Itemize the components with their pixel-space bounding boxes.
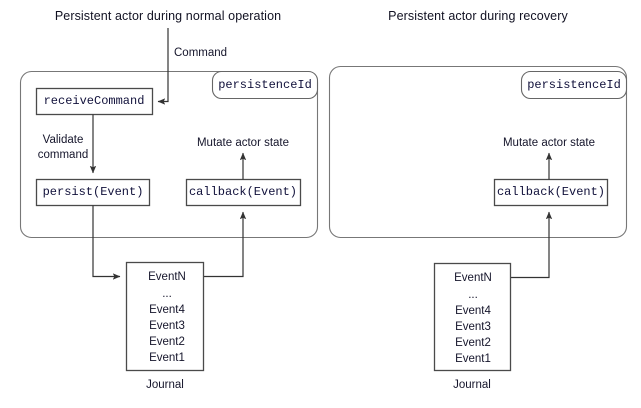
journal-right-entry: Event3 [455, 321, 491, 333]
journal-right-entry: ... [468, 289, 478, 301]
journal-left-entry: EventN [148, 271, 186, 283]
right-persistence-id-pill [520, 70, 628, 100]
persist-event-label: persist(Event) [42, 185, 144, 199]
journal-right-caption: Journal [453, 379, 491, 391]
command-arrow-label: Command [174, 47, 228, 59]
receive-command-box [35, 87, 154, 116]
left-mutate-state-label: Mutate actor state [196, 137, 290, 149]
journal-to-callback-arrow-left [203, 211, 247, 278]
validate-command-label-line2: command [37, 149, 89, 161]
right-persistence-id-label: persistenceId [527, 78, 621, 92]
journal-left-entry: Event2 [149, 336, 185, 348]
left-callback-event-label: callback(Event) [188, 185, 298, 199]
journal-left-entry: ... [162, 288, 172, 300]
left-actor-panel [19, 70, 319, 239]
right-panel-title: Persistent actor during recovery [388, 9, 568, 23]
left-persistence-id-label: persistenceId [218, 78, 312, 92]
right-callback-event-label: callback(Event) [496, 185, 606, 199]
persist-to-journal-arrow [92, 205, 121, 280]
left-persistence-id-pill [211, 70, 319, 100]
command-arrow [157, 28, 169, 105]
journal-right-entry: Event4 [455, 305, 491, 317]
validate-command-label-line1: Validate [42, 134, 84, 146]
left-callback-event-box [185, 178, 302, 207]
journal-box-right [433, 262, 512, 372]
receive-command-label: receiveCommand [43, 94, 145, 108]
journal-left-caption: Journal [146, 379, 184, 391]
journal-left-entry: Event3 [149, 320, 185, 332]
right-mutate-state-label: Mutate actor state [502, 137, 596, 149]
left-panel-title: Persistent actor during normal operation [54, 9, 282, 23]
journal-right-entry: Event2 [455, 337, 491, 349]
right-actor-panel [328, 65, 628, 239]
right-callback-event-box [493, 178, 609, 207]
journal-left-entry: Event4 [149, 304, 185, 316]
journal-right-entry: Event1 [455, 353, 491, 365]
journal-box-left [125, 261, 205, 372]
journal-left-entry: Event1 [149, 352, 185, 364]
journal-right-entry: EventN [454, 272, 492, 284]
journal-to-callback-arrow-right [510, 211, 553, 279]
